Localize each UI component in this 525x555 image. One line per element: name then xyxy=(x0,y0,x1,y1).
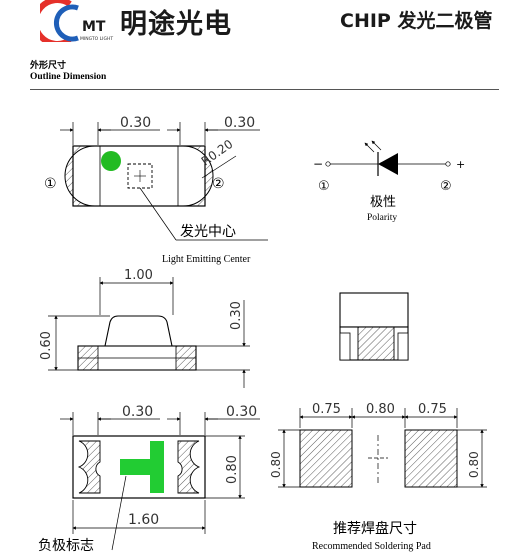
pad-label-en: Recommended Soldering Pad xyxy=(312,541,431,552)
polarity-pin1: ① xyxy=(318,179,330,194)
polarity-symbol: − + ① ② 极性 Polarity xyxy=(313,140,465,223)
top-view: 0.30 0.30 ① ② R0.20 发光中心 Light Emitting … xyxy=(44,115,268,265)
side-view: 1.00 0.60 0.30 xyxy=(39,268,250,388)
pad-dim-right-h: 0.80 xyxy=(467,451,481,478)
pad-dim-b: 0.80 xyxy=(366,402,395,417)
side-dim-height: 0.60 xyxy=(39,331,54,360)
polarity-plus: + xyxy=(456,158,465,171)
led-center-label-zh: 发光中心 xyxy=(180,224,236,240)
led-chip-indicator xyxy=(101,151,121,171)
end-view xyxy=(339,292,409,361)
led-center-label-en: Light Emitting Center xyxy=(162,254,251,265)
side-dim-right: 0.30 xyxy=(229,301,244,330)
polarity-minus: − xyxy=(313,157,323,171)
section-title-zh: 外形尺寸 xyxy=(30,61,67,71)
bottom-dim-height: 0.80 xyxy=(225,455,240,484)
bottom-dim-left: 0.30 xyxy=(122,404,153,420)
top-pin2-label: ② xyxy=(212,176,225,192)
cathode-mark-label: 负极标志 xyxy=(38,538,94,554)
top-dim-left: 0.30 xyxy=(120,115,151,131)
section-divider xyxy=(30,89,499,90)
bottom-dim-right: 0.30 xyxy=(226,404,257,420)
top-pin1-label: ① xyxy=(44,176,57,192)
soldering-pad-view: 0.75 0.80 0.75 0.80 0.80 推荐焊盘尺寸 Recommen… xyxy=(269,402,487,552)
pad-label-zh: 推荐焊盘尺寸 xyxy=(333,520,417,537)
polarity-label-zh: 极性 xyxy=(370,195,396,210)
pad-dim-left-h: 0.80 xyxy=(269,451,283,478)
top-dim-right: 0.30 xyxy=(224,115,255,131)
bottom-dim-length: 1.60 xyxy=(128,512,159,528)
logo-text: MT xyxy=(82,19,106,35)
polarity-pin2: ② xyxy=(440,179,452,194)
product-title: CHIP 发光二极管 xyxy=(340,10,493,32)
top-radius-label: R0.20 xyxy=(199,137,236,169)
side-dim-top: 1.00 xyxy=(124,268,153,283)
company-logo: MT MINGTO LIGHT xyxy=(40,0,113,42)
brand-name: 明途光电 xyxy=(120,9,232,40)
pad-dim-a: 0.75 xyxy=(312,402,341,417)
pad-dim-c: 0.75 xyxy=(418,402,447,417)
section-title-en: Outline Dimension xyxy=(30,72,107,82)
bottom-view: 0.30 0.30 0.80 1.60 负极标志 xyxy=(38,404,260,554)
logo-subtext: MINGTO LIGHT xyxy=(80,36,113,42)
cathode-mark-shape xyxy=(120,441,164,493)
polarity-label-en: Polarity xyxy=(367,213,397,223)
